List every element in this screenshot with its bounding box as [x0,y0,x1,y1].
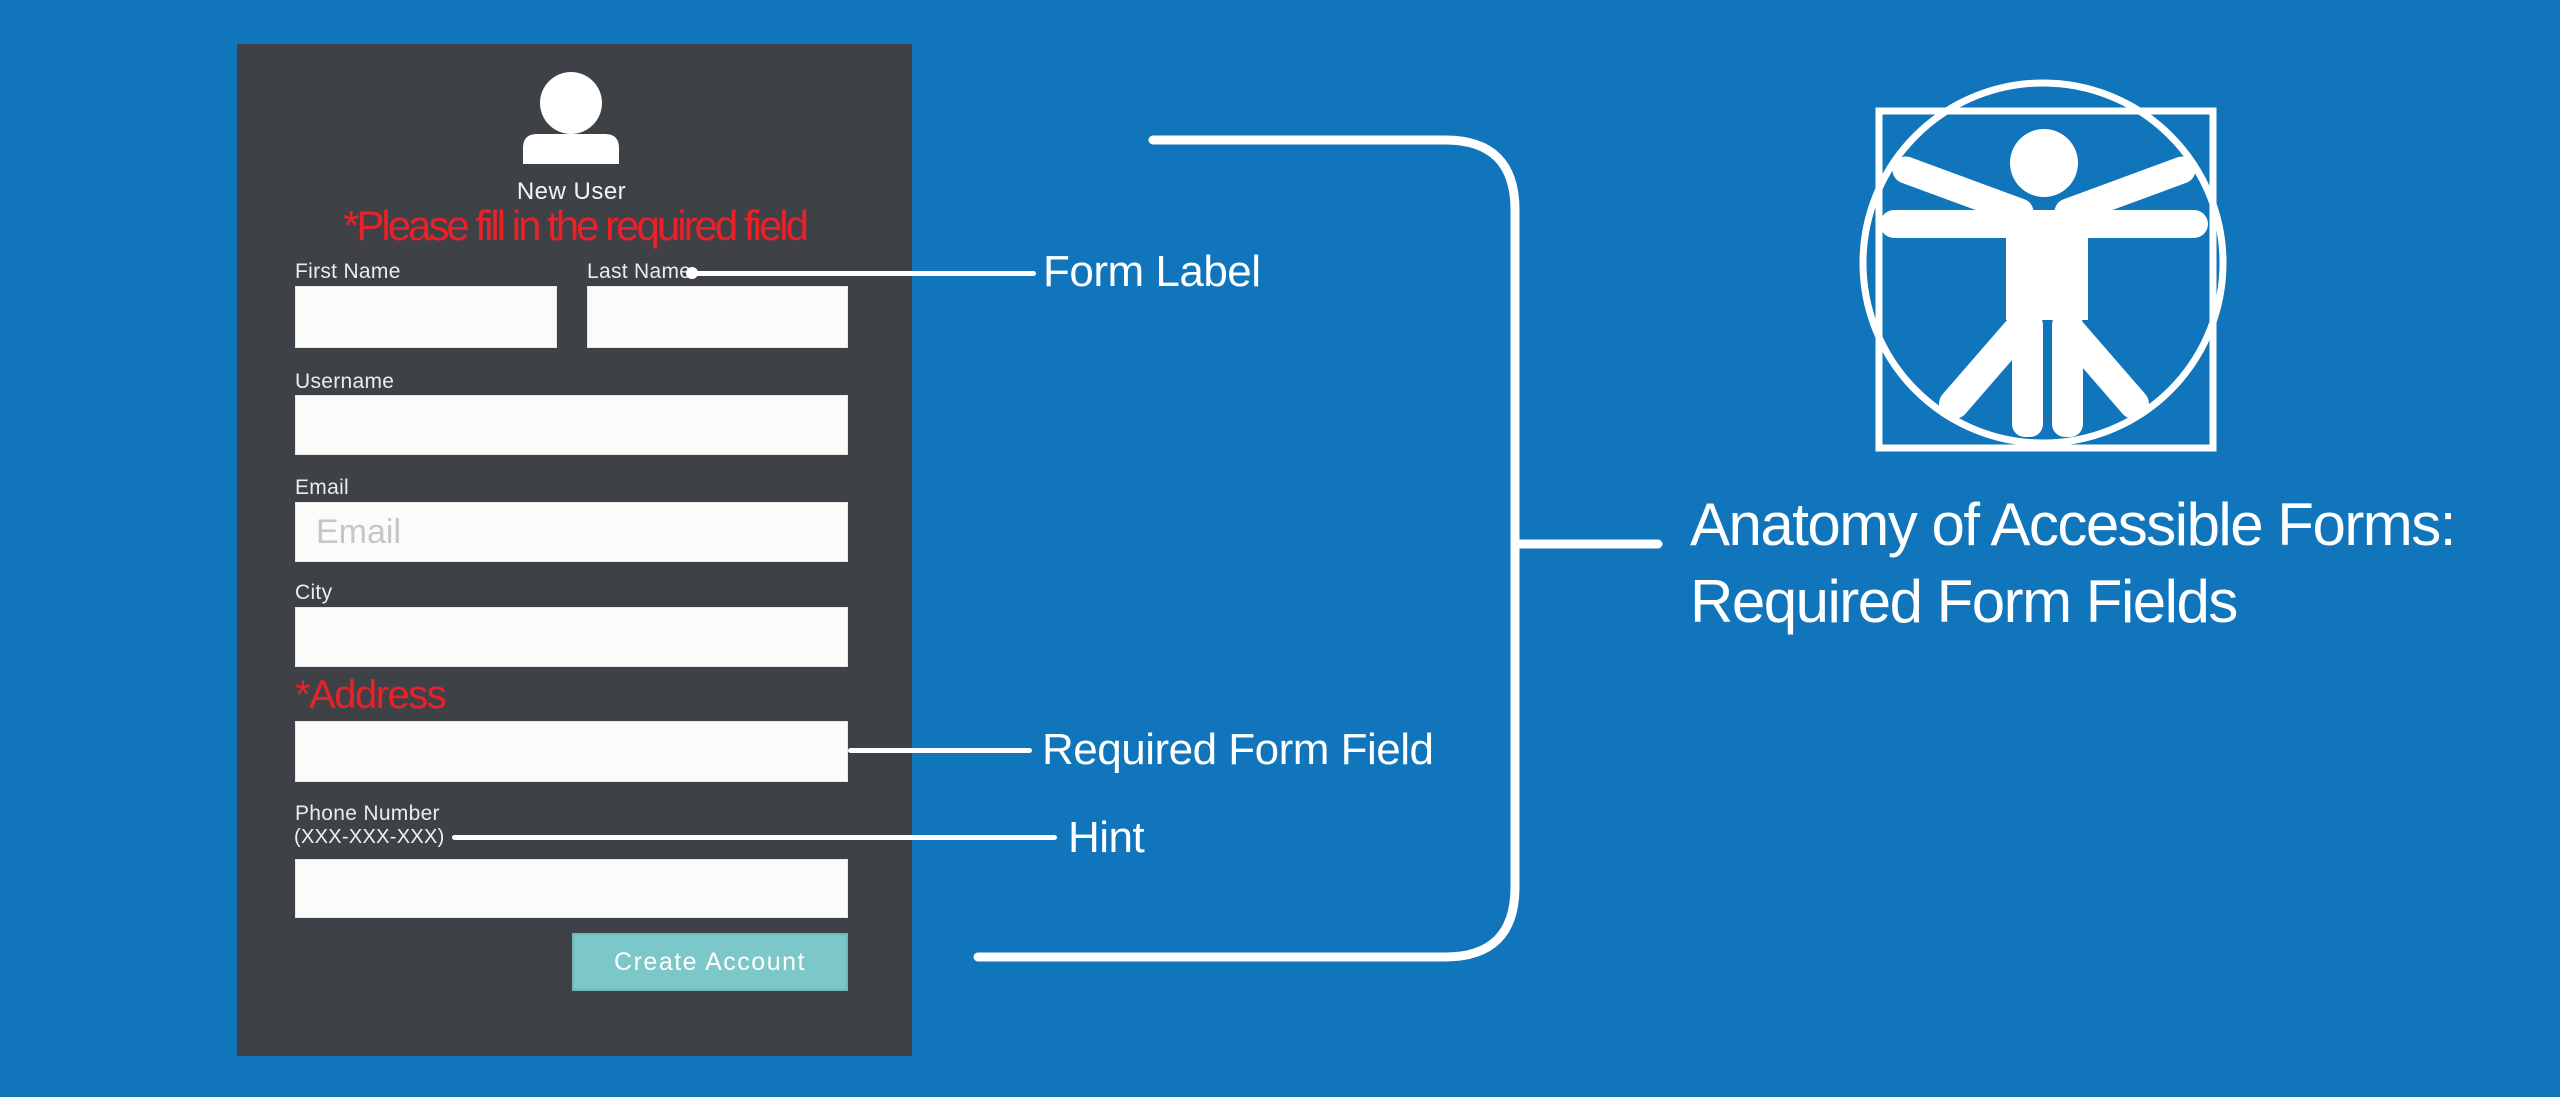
phone-input[interactable] [295,859,848,918]
email-input[interactable] [295,502,848,562]
address-required-label: *Address [295,673,447,717]
required-field-leader-line [848,748,1032,753]
page-title: Anatomy of Accessible Forms: Required Fo… [1690,486,2456,640]
city-input[interactable] [295,607,848,667]
username-input[interactable] [295,395,848,455]
page-title-line1: Anatomy of Accessible Forms: [1690,491,2456,558]
phone-label: Phone Number [295,802,440,825]
vitruvian-man-icon [1859,79,2227,452]
phone-format-hint: (XXX-XXX-XXX) [294,826,445,848]
required-field-callout: Required Form Field [1042,725,1434,774]
hint-leader-line [452,835,1057,840]
form-label-callout: Form Label [1043,247,1261,296]
last-name-label: Last Name [587,260,692,283]
last-name-input[interactable] [587,286,848,348]
address-input[interactable] [295,721,848,782]
validation-message: *Please fill in the required field [343,202,809,249]
first-name-label: First Name [295,260,401,283]
create-account-button[interactable]: Create Account [572,933,848,991]
page-title-line2: Required Form Fields [1690,568,2238,635]
hint-callout: Hint [1068,813,1145,862]
form-label-leader-line [690,271,1036,276]
first-name-input[interactable] [295,286,557,348]
form-title: New User [516,178,627,205]
username-label: Username [295,370,395,393]
city-label: City [295,581,333,604]
user-icon [523,72,619,164]
email-label: Email [295,476,350,499]
